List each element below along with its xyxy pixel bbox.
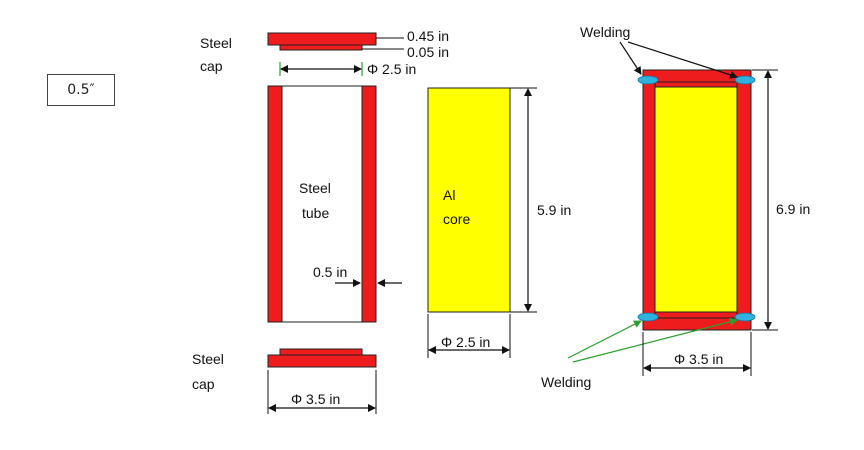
tube-left-wall: [267, 85, 283, 323]
assembly-diameter-label: Φ 3.5 in: [674, 351, 723, 367]
weld-top-left: [637, 75, 659, 85]
top-steel-cap: [267, 32, 377, 51]
core-label-line1: Al: [443, 187, 455, 203]
weld-bottom-arrow-left: [567, 320, 642, 359]
bottom-cap-plate: [267, 354, 377, 368]
steel-tube: [267, 85, 377, 323]
assembly-left-wall: [642, 81, 656, 319]
top-cap-label-line2: cap: [200, 58, 223, 74]
assembly-top-lip: [654, 81, 738, 88]
bottom-cap-label-line2: cap: [192, 376, 215, 392]
tube-label-line2: tube: [302, 205, 329, 221]
tube-wall-label: 0.5 in: [313, 264, 347, 280]
bottom-steel-cap: [267, 348, 377, 368]
assembly-bottom-lip: [654, 311, 738, 319]
tube-label-line1: Steel: [299, 180, 331, 196]
bottom-cap-label-line1: Steel: [192, 351, 224, 367]
size-label-box: 0.5″: [47, 74, 115, 106]
top-cap-thickness-label: 0.45 in: [407, 28, 449, 44]
weld-bottom-arrow-right: [572, 317, 738, 363]
core-diameter-label: Φ 2.5 in: [441, 334, 490, 350]
weld-top-arrow-left: [619, 41, 642, 75]
aluminum-core: [427, 87, 511, 313]
top-cap-lip-label: 0.05 in: [407, 44, 449, 60]
assembly-core: [654, 86, 738, 313]
top-cap-diameter-label: Φ 2.5 in: [367, 61, 416, 77]
assembled-specimen: [637, 69, 756, 331]
core-height-label: 5.9 in: [537, 202, 571, 218]
weld-bottom-left: [637, 312, 659, 322]
weld-top-arrow-right: [627, 41, 738, 79]
tube-right-wall: [361, 85, 377, 323]
assembly-height-label: 6.9 in: [776, 201, 810, 217]
top-cap-lip: [279, 44, 363, 51]
assembly-right-wall: [736, 81, 752, 319]
top-cap-plate: [267, 32, 377, 46]
bottom-cap-lip: [279, 348, 363, 356]
assembly-bottom-cap: [642, 317, 752, 331]
weld-top-label: Welding: [580, 24, 630, 40]
weld-bottom-label: Welding: [541, 374, 591, 390]
top-cap-label-line1: Steel: [200, 35, 232, 51]
weld-bottom-right: [734, 312, 756, 322]
weld-top-right: [734, 75, 756, 85]
core-label-line2: core: [443, 211, 470, 227]
bottom-cap-diameter-label: Φ 3.5 in: [291, 391, 340, 407]
